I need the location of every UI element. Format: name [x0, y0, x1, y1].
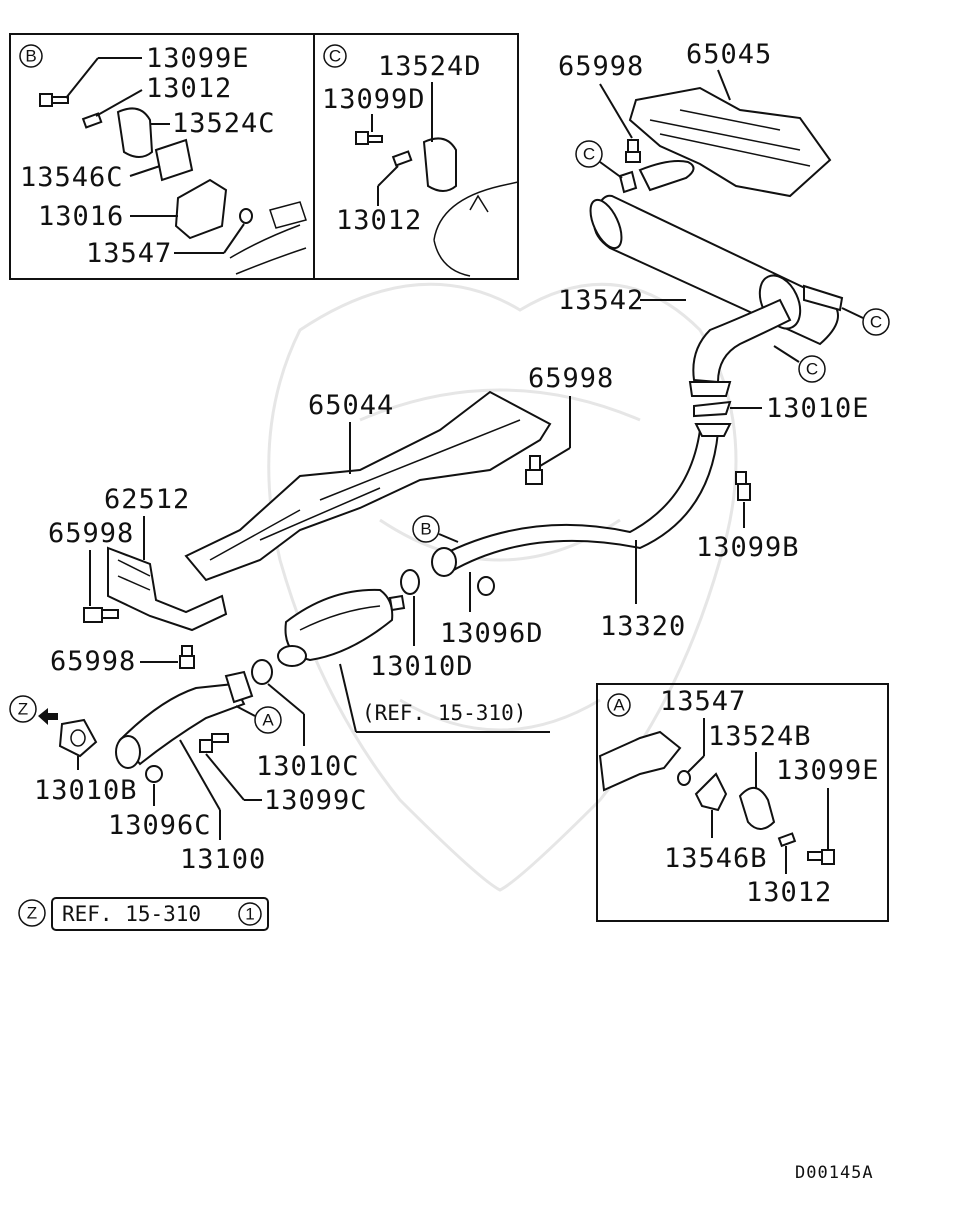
inset-c-panel: C 13524D 13099D 13012: [313, 33, 519, 280]
main-muffler-13542: [589, 160, 844, 384]
callout-b-pipe: B: [412, 515, 440, 543]
nut-13096c: [145, 765, 163, 783]
ref-front: REF. 15-310: [62, 902, 201, 926]
bolt-13099d: [355, 131, 383, 145]
label-13546b: 13546B: [664, 843, 768, 874]
callout-a-inset: A: [607, 693, 631, 717]
label-13547-b: 13547: [86, 238, 172, 269]
label-13524b: 13524B: [708, 721, 812, 752]
label-13099d: 13099D: [322, 84, 426, 115]
label-13096c: 13096C: [108, 810, 212, 841]
heat-protector-62512: [107, 546, 228, 632]
inset-b-panel: B 13099E 13012 13524C 13546C 13016 13547: [9, 33, 315, 280]
callout-z-arrow: Z: [9, 695, 58, 725]
svg-text:B: B: [420, 520, 431, 539]
label-13010d: 13010D: [370, 651, 474, 682]
pipe-segment-inset-b: [229, 224, 307, 275]
callout-b-inset: B: [19, 44, 43, 68]
callout-a-pipe: A: [254, 706, 282, 734]
ref-catalyst: (REF. 15-310): [362, 701, 526, 725]
callout-c-muffler-rear: C: [862, 308, 890, 336]
label-65998-low: 65998: [50, 646, 136, 677]
label-65998-mid: 65998: [528, 363, 614, 394]
label-62512: 62512: [104, 484, 190, 515]
muffler-end-inset-c: [433, 181, 519, 277]
svg-text:C: C: [870, 313, 882, 332]
callout-c-muffler-top: C: [575, 140, 603, 168]
svg-text:C: C: [329, 47, 341, 66]
label-13096d: 13096D: [440, 618, 544, 649]
pipe-segment-inset-a: [598, 730, 682, 792]
label-13010e: 13010E: [766, 393, 870, 424]
hanger-plate-13524c: [116, 107, 154, 158]
bolt-13099e-a: [807, 849, 835, 865]
heat-protector-65045: [628, 86, 832, 198]
label-65998-left: 65998: [48, 518, 134, 549]
svg-text:B: B: [25, 47, 36, 66]
hanger-plate-13524d: [422, 137, 457, 192]
svg-text:C: C: [806, 360, 818, 379]
label-13099e-b: 13099E: [146, 43, 250, 74]
pin-13012-b: [81, 112, 103, 129]
label-13099b: 13099B: [696, 532, 800, 563]
callout-c-inset: C: [323, 44, 347, 68]
center-pipe-13320: [431, 423, 732, 577]
svg-text:Z: Z: [27, 904, 37, 923]
bracket-13546c: [154, 138, 194, 182]
pin-13012-a: [777, 832, 797, 848]
bolt-65998-mid: [525, 455, 543, 485]
svg-text:C: C: [583, 145, 595, 164]
label-13524d: 13524D: [378, 51, 482, 82]
diagram-code: D00145A: [795, 1163, 874, 1183]
bolt-65998-low: [179, 645, 195, 669]
label-13012-b: 13012: [146, 73, 232, 104]
label-65998-top: 65998: [558, 51, 644, 82]
bracket-13546b: [694, 772, 728, 812]
label-13099c: 13099C: [264, 785, 368, 816]
label-13547-a: 13547: [660, 686, 746, 717]
bolt-13099e-b: [39, 93, 69, 107]
nut-13096d: [477, 576, 495, 596]
catalytic-converter: [277, 588, 406, 667]
label-13524c: 13524C: [172, 108, 276, 139]
bolt-13099b: [735, 471, 751, 501]
label-13320: 13320: [600, 611, 686, 642]
svg-text:A: A: [262, 711, 274, 730]
inset-a-panel: A 13547 13524B 13099E 13546B 13012: [596, 683, 889, 922]
gasket-13010e: [688, 381, 732, 418]
gasket-13010d: [400, 569, 420, 595]
svg-text:A: A: [613, 696, 625, 715]
label-13010b: 13010B: [34, 775, 138, 806]
label-65044: 65044: [308, 390, 394, 421]
bolt-65998-left: [83, 607, 119, 623]
label-13099e-a: 13099E: [776, 755, 880, 786]
washer-13547-b: [239, 208, 253, 224]
gasket-13010b: [58, 718, 98, 758]
label-65045: 65045: [686, 39, 772, 70]
front-pipe-13100: [115, 670, 254, 769]
rubber-mount-13016: [174, 178, 228, 240]
label-13016: 13016: [38, 201, 124, 232]
gasket-13010c: [251, 659, 273, 685]
heat-protector-65044: [184, 390, 552, 582]
rubber-mount-13524b: [738, 787, 776, 830]
label-13546c: 13546C: [20, 162, 124, 193]
label-13012-c: 13012: [336, 205, 422, 236]
label-13100: 13100: [180, 844, 266, 875]
bolt-13099c: [199, 733, 229, 753]
pin-13012-c: [391, 150, 413, 167]
label-13542: 13542: [558, 285, 644, 316]
bolt-65998-top: [625, 139, 641, 163]
svg-text:1: 1: [245, 905, 254, 924]
reference-z-box: Z REF. 15-310 1: [18, 897, 269, 931]
washer-13547-a: [677, 770, 691, 786]
callout-c-muffler-bottom: C: [798, 355, 826, 383]
svg-text:Z: Z: [18, 700, 28, 719]
label-13010c: 13010C: [256, 751, 360, 782]
label-13012-a: 13012: [746, 877, 832, 908]
